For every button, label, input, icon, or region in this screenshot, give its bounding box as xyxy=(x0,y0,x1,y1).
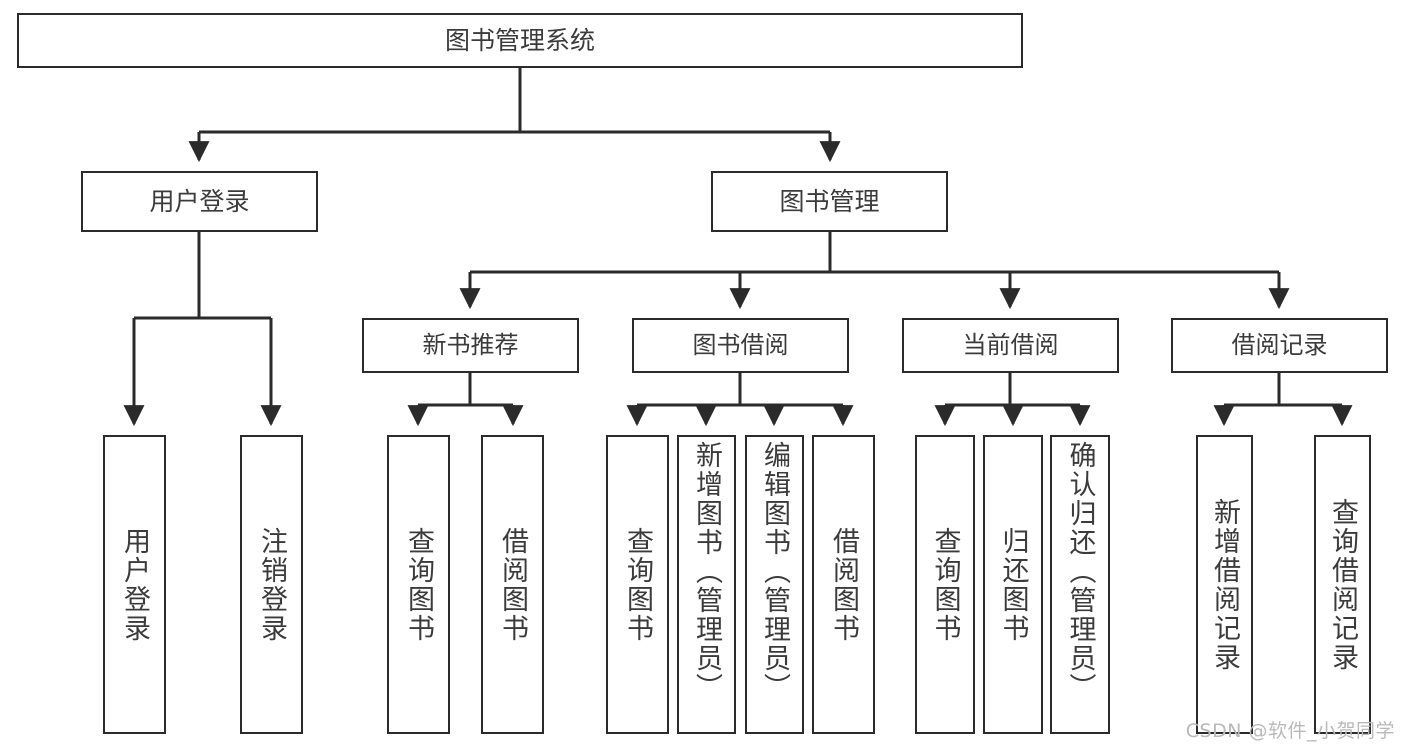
leaf-query-book-recommend[interactable]: 查询图书 xyxy=(387,435,450,734)
leaf-add-book-admin-label: 新增图书（管理员） xyxy=(691,441,722,702)
leaf-query-book-current-label: 查询图书 xyxy=(929,526,961,643)
node-borrow-record-label: 借阅记录 xyxy=(1231,331,1328,360)
leaf-user-login-label: 用户登录 xyxy=(119,526,150,643)
leaf-query-borrow-record-label: 查询借阅记录 xyxy=(1327,497,1358,672)
leaf-query-borrow-record[interactable]: 查询借阅记录 xyxy=(1314,435,1371,734)
leaf-confirm-return-admin-label: 确认归还（管理员） xyxy=(1064,441,1096,702)
node-current-borrow-label: 当前借阅 xyxy=(962,331,1059,360)
node-user-login-label: 用户登录 xyxy=(149,186,250,216)
leaf-query-book-borrow-label: 查询图书 xyxy=(622,526,653,643)
leaf-user-login[interactable]: 用户登录 xyxy=(103,435,166,734)
leaf-return-book-label: 归还图书 xyxy=(997,526,1029,643)
leaf-borrow-book-recommend-label: 借阅图书 xyxy=(497,526,528,643)
leaf-add-borrow-record[interactable]: 新增借阅记录 xyxy=(1196,435,1253,734)
leaf-query-book-borrow[interactable]: 查询图书 xyxy=(606,435,669,734)
watermark-text: CSDN @软件_小贺同学 xyxy=(1185,720,1395,742)
node-root-label: 图书管理系统 xyxy=(444,25,595,55)
node-book-management-label: 图书管理 xyxy=(779,186,880,216)
leaf-borrow-book[interactable]: 借阅图书 xyxy=(812,435,875,734)
node-new-book-recommend-label: 新书推荐 xyxy=(422,331,519,360)
node-book-borrow-label: 图书借阅 xyxy=(692,331,789,360)
node-user-login[interactable]: 用户登录 xyxy=(81,171,318,232)
leaf-logout-label: 注销登录 xyxy=(256,526,287,643)
leaf-edit-book-admin[interactable]: 编辑图书（管理员） xyxy=(745,435,804,734)
leaf-return-book[interactable]: 归还图书 xyxy=(983,435,1043,734)
leaf-add-borrow-record-label: 新增借阅记录 xyxy=(1209,497,1240,672)
leaf-logout[interactable]: 注销登录 xyxy=(240,435,303,734)
node-current-borrow[interactable]: 当前借阅 xyxy=(902,318,1119,373)
leaf-edit-book-admin-label: 编辑图书（管理员） xyxy=(759,441,790,702)
node-borrow-record[interactable]: 借阅记录 xyxy=(1171,318,1388,373)
leaf-borrow-book-recommend[interactable]: 借阅图书 xyxy=(481,435,544,734)
node-book-borrow[interactable]: 图书借阅 xyxy=(632,318,849,373)
leaf-add-book-admin[interactable]: 新增图书（管理员） xyxy=(677,435,736,734)
node-book-management[interactable]: 图书管理 xyxy=(711,171,948,232)
node-root[interactable]: 图书管理系统 xyxy=(17,13,1023,68)
leaf-borrow-book-label: 借阅图书 xyxy=(828,526,859,643)
node-new-book-recommend[interactable]: 新书推荐 xyxy=(362,318,579,373)
leaf-query-book-recommend-label: 查询图书 xyxy=(403,526,434,643)
leaf-query-book-current[interactable]: 查询图书 xyxy=(915,435,975,734)
leaf-confirm-return-admin[interactable]: 确认归还（管理员） xyxy=(1050,435,1110,734)
